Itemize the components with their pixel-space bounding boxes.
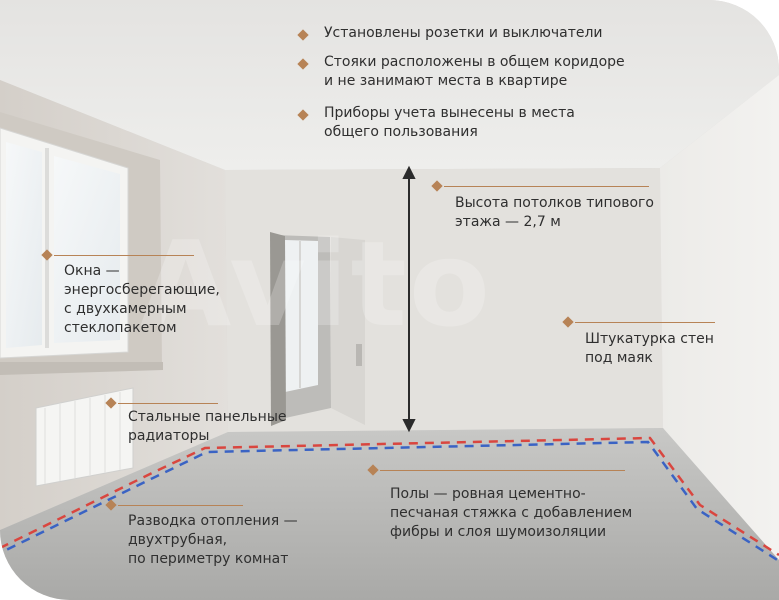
leader-line [380,470,625,471]
leader-line [54,255,194,256]
window-sill [0,362,163,375]
leader-line [118,505,243,506]
annotation-radiators: Стальные панельные радиаторы [128,409,287,444]
leader-line [444,186,649,187]
leader-line [118,403,218,404]
leader-line [575,322,715,323]
annotation-sockets: Установлены розетки и выключатели [324,25,603,41]
annotation-plaster: Штукатурка стен под маяк [585,331,714,366]
inner-room [331,237,365,425]
ceiling-height-arrow [402,165,416,433]
doorway-light [285,240,318,392]
floor [0,428,779,600]
ceiling [0,0,779,170]
window-pane-right [54,156,120,343]
window-pane-left [6,142,42,348]
annotation-windows: Окна — энергосберегающие, с двухкамерным… [64,263,220,336]
doorway-jamb [270,232,286,426]
annotation-ceiling-height: Высота потолков типового этажа — 2,7 м [455,195,654,230]
annotation-heating: Разводка отопления — двухтрубная, по пер… [128,513,298,567]
annotation-floors: Полы — ровная цементно- песчаная стяжка … [390,486,633,540]
annotation-meters: Приборы учета вынесены в места общего по… [324,105,575,140]
right-wall [660,75,779,600]
heating-pipes [0,436,779,563]
radiator [35,387,134,487]
annotation-risers: Стояки расположены в общем коридоре и не… [324,54,625,89]
